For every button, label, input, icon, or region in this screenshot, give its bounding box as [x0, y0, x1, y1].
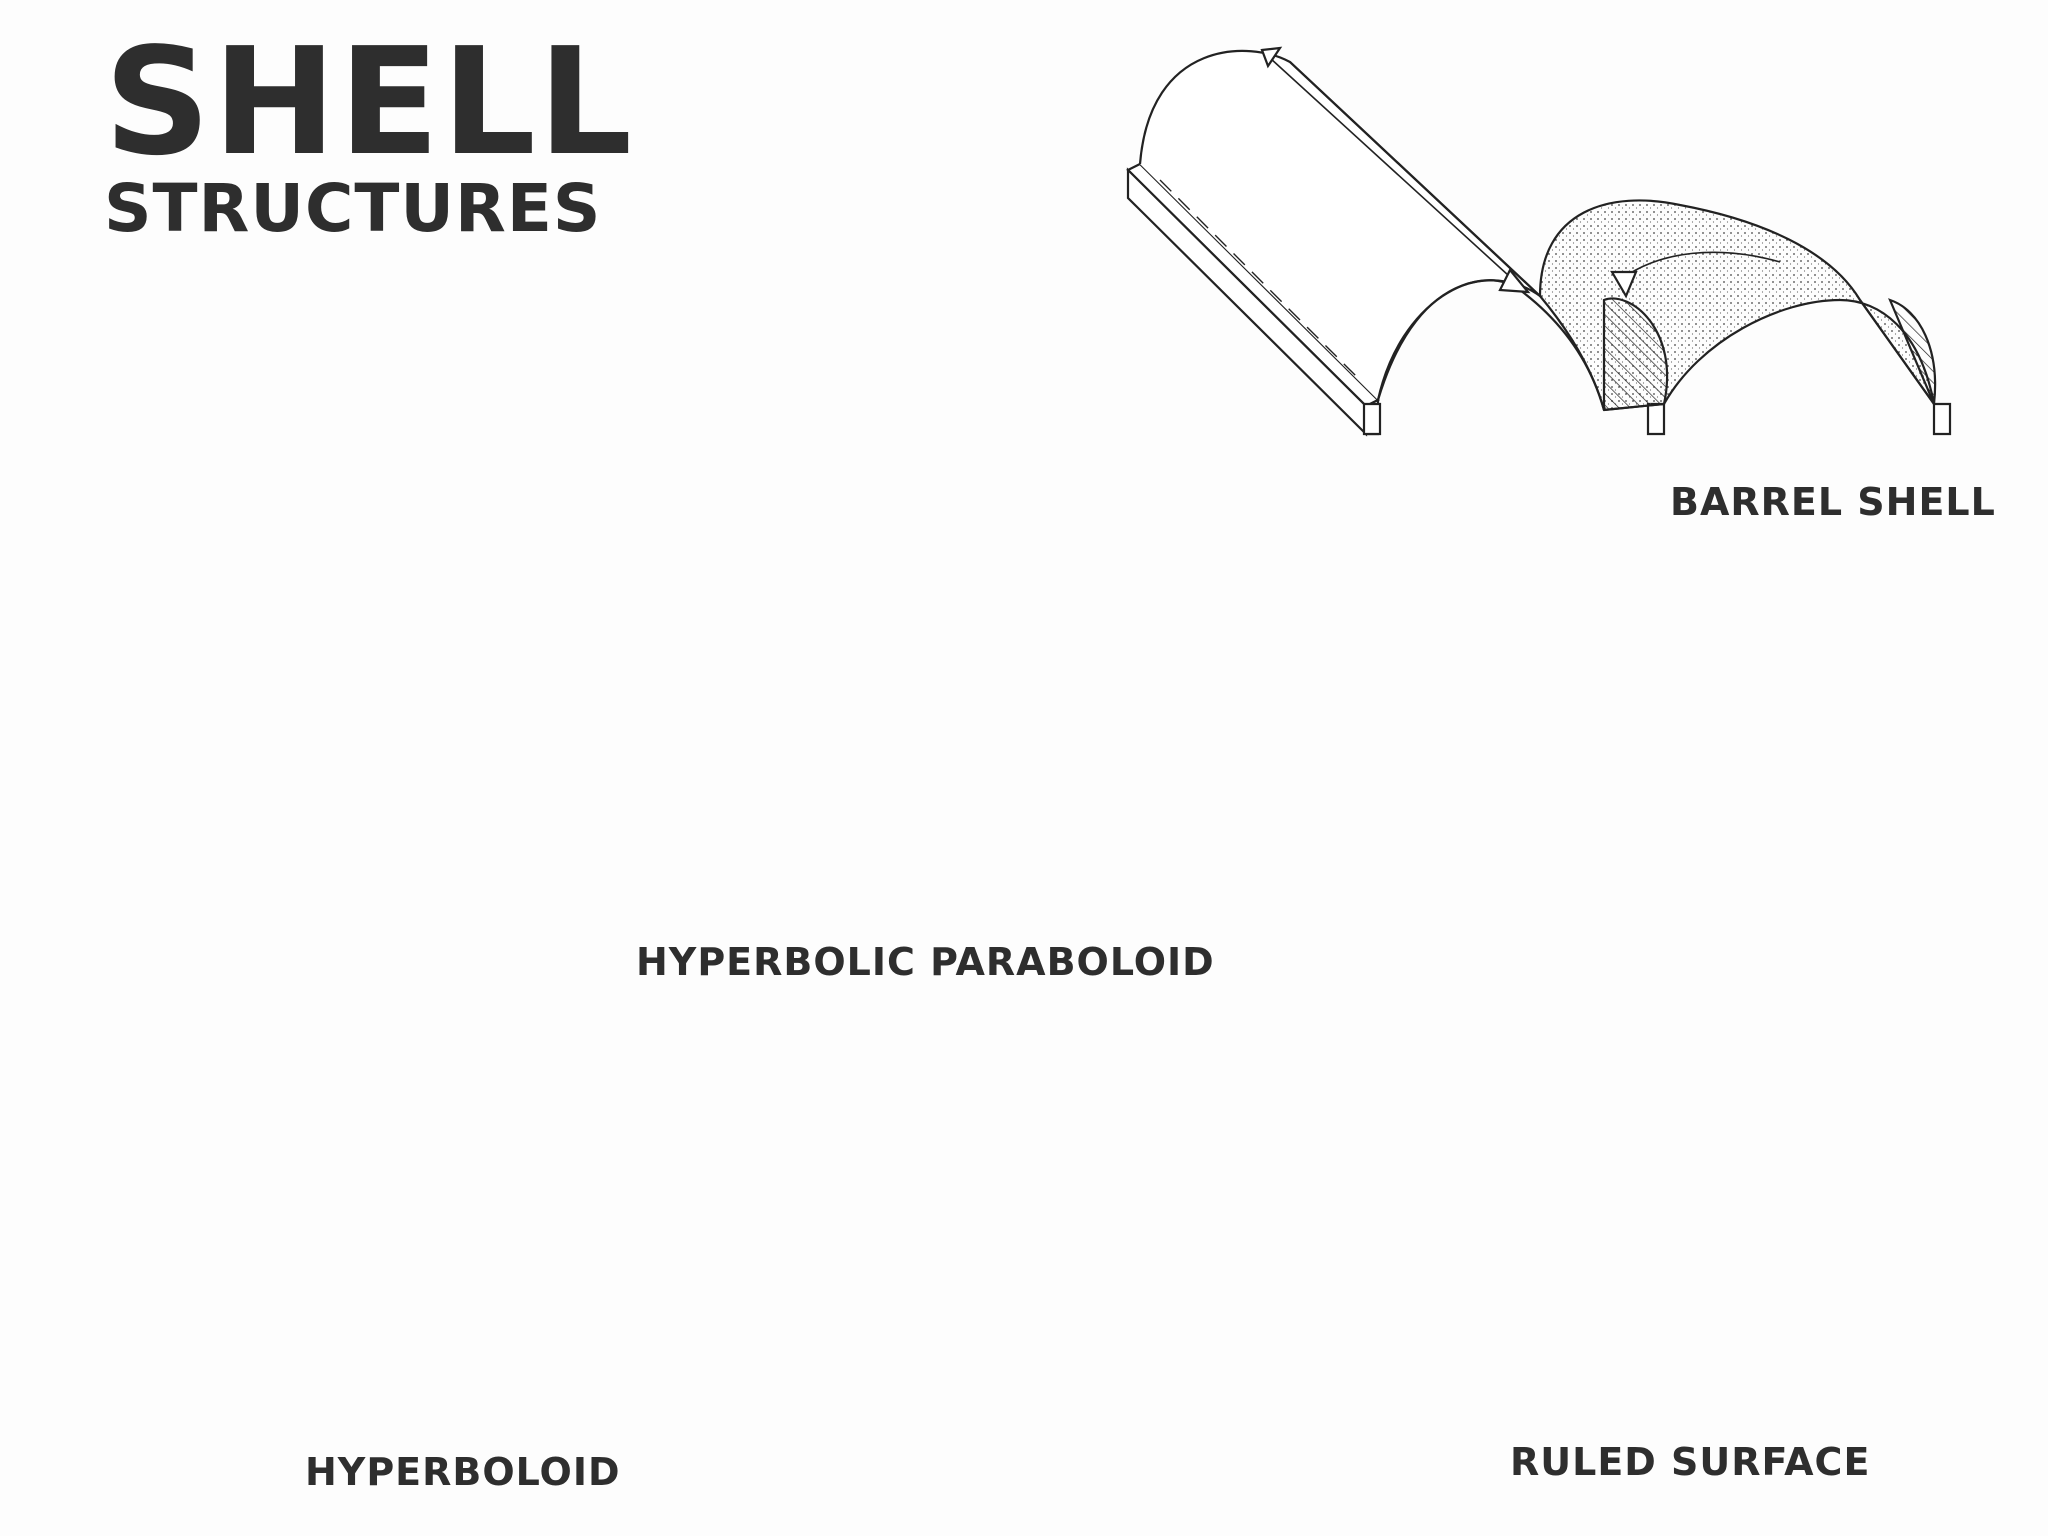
page-title: SHELL	[104, 16, 635, 188]
page-subtitle: STRUCTURES	[104, 170, 602, 247]
barrel-shell-drawing	[1128, 48, 1950, 434]
ruled-surface-label: RULED SURFACE	[1510, 1440, 1871, 1484]
hyperbolic-paraboloid-label: HYPERBOLIC PARABOLOID	[636, 940, 1215, 984]
hyperboloid-label: HYPERBOLOID	[305, 1450, 621, 1494]
barrel-shell-label: BARREL SHELL	[1670, 480, 1996, 524]
